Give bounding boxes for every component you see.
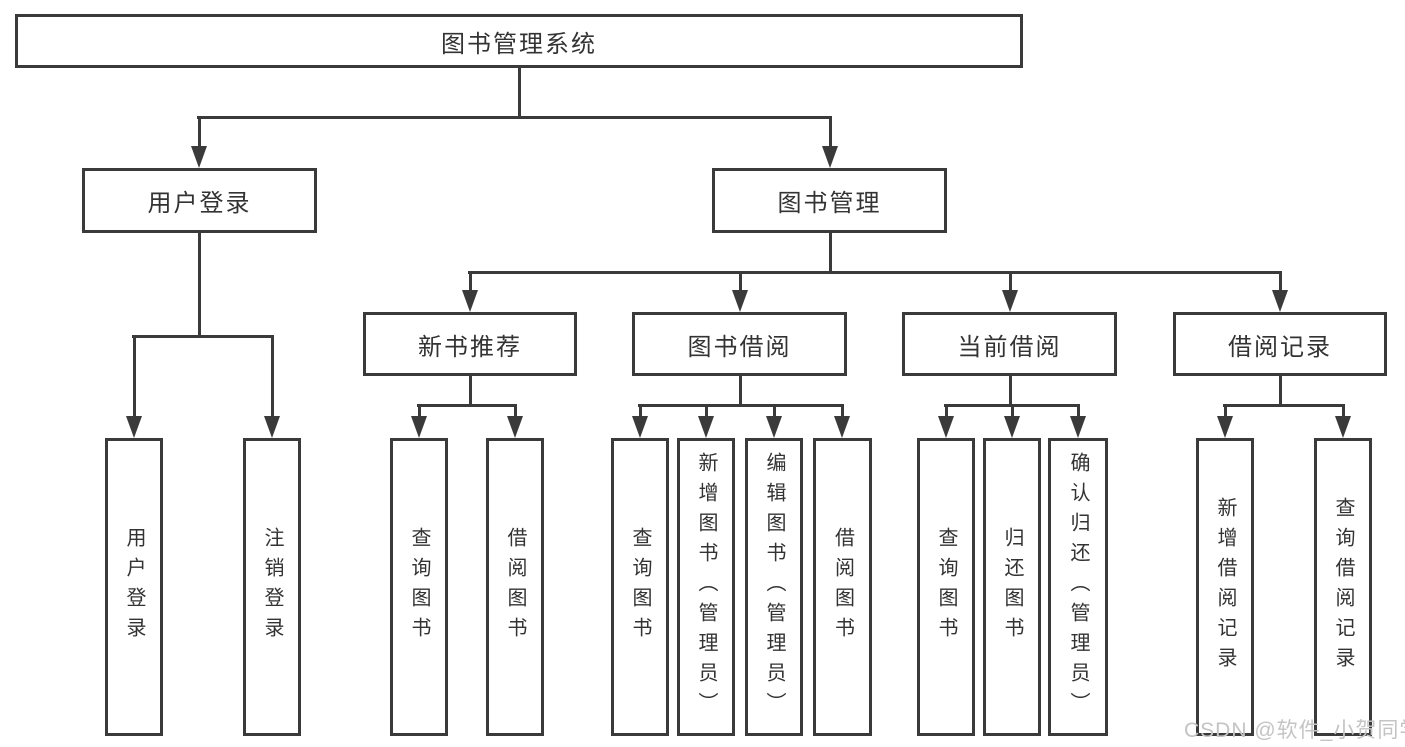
leaf-query-borrow-record-label: 查询借阅记录 [1332, 497, 1354, 677]
leaf-query-books-label: 查询图书 [935, 527, 957, 647]
node-borrowing-records-label: 借阅记录 [1228, 333, 1332, 361]
leaf-borrow-books-label: 借阅图书 [831, 527, 854, 647]
watermark: CSDN @软件_小贺同学 [1184, 719, 1405, 742]
connector-line [1279, 272, 1282, 292]
leaf-borrow-books-label: 借阅图书 [504, 527, 526, 647]
connector-line [945, 406, 948, 419]
leaf-query-borrow-record: 查询借阅记录 [1314, 438, 1372, 736]
leaf-logout: 注销登录 [243, 438, 301, 736]
leaf-return-books-label: 归还图书 [1001, 527, 1023, 647]
node-new-book-recommend-label: 新书推荐 [418, 333, 522, 361]
node-book-borrowing: 图书借阅 [632, 312, 847, 376]
node-user-login-label: 用户登录 [147, 190, 252, 217]
arrow-down-icon [1335, 416, 1351, 438]
connector-line [639, 406, 642, 419]
leaf-borrow-books: 借阅图书 [486, 438, 544, 736]
arrow-down-icon [507, 416, 523, 438]
connector-line [133, 337, 136, 418]
leaf-logout-label: 注销登录 [261, 527, 283, 647]
connector-line [1009, 272, 1012, 292]
arrow-down-icon [1004, 416, 1020, 438]
leaf-confirm-return-admin-label: 确认归还（管理员） [1067, 452, 1089, 722]
connector-line [514, 406, 517, 419]
leaf-add-book-admin-label: 新增图书（管理员） [695, 452, 717, 722]
node-new-book-recommend: 新书推荐 [363, 312, 577, 376]
leaf-query-books: 查询图书 [611, 438, 669, 736]
arrow-down-icon [1217, 416, 1233, 438]
leaf-add-book-admin: 新增图书（管理员） [677, 438, 735, 736]
arrow-down-icon [264, 416, 280, 438]
connector-line [1342, 406, 1345, 419]
connector-line [739, 272, 742, 292]
leaf-query-books-label: 查询图书 [408, 527, 430, 647]
leaf-query-books-label: 查询图书 [629, 527, 651, 647]
leaf-query-books: 查询图书 [917, 438, 975, 736]
connector-line [468, 271, 1282, 274]
leaf-user-login: 用户登录 [105, 438, 163, 736]
arrow-down-icon [1070, 416, 1086, 438]
connector-line [705, 406, 708, 419]
arrow-down-icon [632, 416, 648, 438]
arrow-down-icon [834, 416, 850, 438]
connector-line [1077, 406, 1080, 419]
leaf-query-books: 查询图书 [390, 438, 448, 736]
connector-line [638, 404, 844, 407]
node-book-management-label: 图书管理 [777, 190, 882, 217]
connector-line [1223, 404, 1345, 407]
arrow-down-icon [1272, 290, 1288, 312]
connector-line [1011, 406, 1014, 419]
connector-line [132, 335, 274, 338]
connector-line [418, 406, 421, 419]
node-root-label: 图书管理系统 [441, 30, 597, 58]
connector-line [469, 272, 472, 292]
arrow-down-icon [732, 290, 748, 312]
arrow-down-icon [126, 416, 142, 438]
connector-line [944, 404, 1080, 407]
arrow-down-icon [766, 416, 782, 438]
connector-line [198, 117, 201, 149]
connector-line [198, 233, 201, 338]
leaf-borrow-books: 借阅图书 [813, 438, 872, 736]
arrow-down-icon [462, 290, 478, 312]
connector-line [1224, 406, 1227, 419]
connector-line [1009, 375, 1012, 407]
leaf-add-borrow-record-label: 新增借阅记录 [1214, 497, 1236, 677]
arrow-down-icon [411, 416, 427, 438]
arrow-down-icon [698, 416, 714, 438]
leaf-add-borrow-record: 新增借阅记录 [1196, 438, 1254, 736]
leaf-user-login-label: 用户登录 [123, 527, 145, 647]
leaf-confirm-return-admin: 确认归还（管理员） [1048, 438, 1108, 736]
leaf-return-books: 归还图书 [983, 438, 1041, 736]
connector-line [271, 337, 274, 418]
connector-line [773, 406, 776, 419]
connector-line [829, 233, 832, 274]
node-borrowing-records: 借阅记录 [1173, 312, 1387, 376]
node-root: 图书管理系统 [15, 14, 1023, 68]
node-current-borrowing-label: 当前借阅 [957, 333, 1062, 361]
arrow-down-icon [191, 146, 207, 168]
connector-line [518, 68, 521, 118]
arrow-down-icon [938, 416, 954, 438]
arrow-down-icon [1002, 290, 1018, 312]
arrow-down-icon [822, 146, 838, 168]
node-book-management: 图书管理 [712, 168, 947, 233]
connector-line [469, 375, 472, 407]
connector-line [829, 117, 832, 149]
connector-line [197, 116, 832, 119]
connector-line [1279, 375, 1282, 407]
node-user-login: 用户登录 [82, 168, 317, 233]
node-current-borrowing: 当前借阅 [902, 312, 1117, 376]
connector-line [417, 404, 517, 407]
leaf-edit-book-admin: 编辑图书（管理员） [745, 438, 803, 736]
node-book-borrowing-label: 图书借阅 [687, 333, 792, 361]
connector-line [739, 375, 742, 407]
connector-line [841, 406, 844, 419]
leaf-edit-book-admin-label: 编辑图书（管理员） [763, 452, 785, 722]
